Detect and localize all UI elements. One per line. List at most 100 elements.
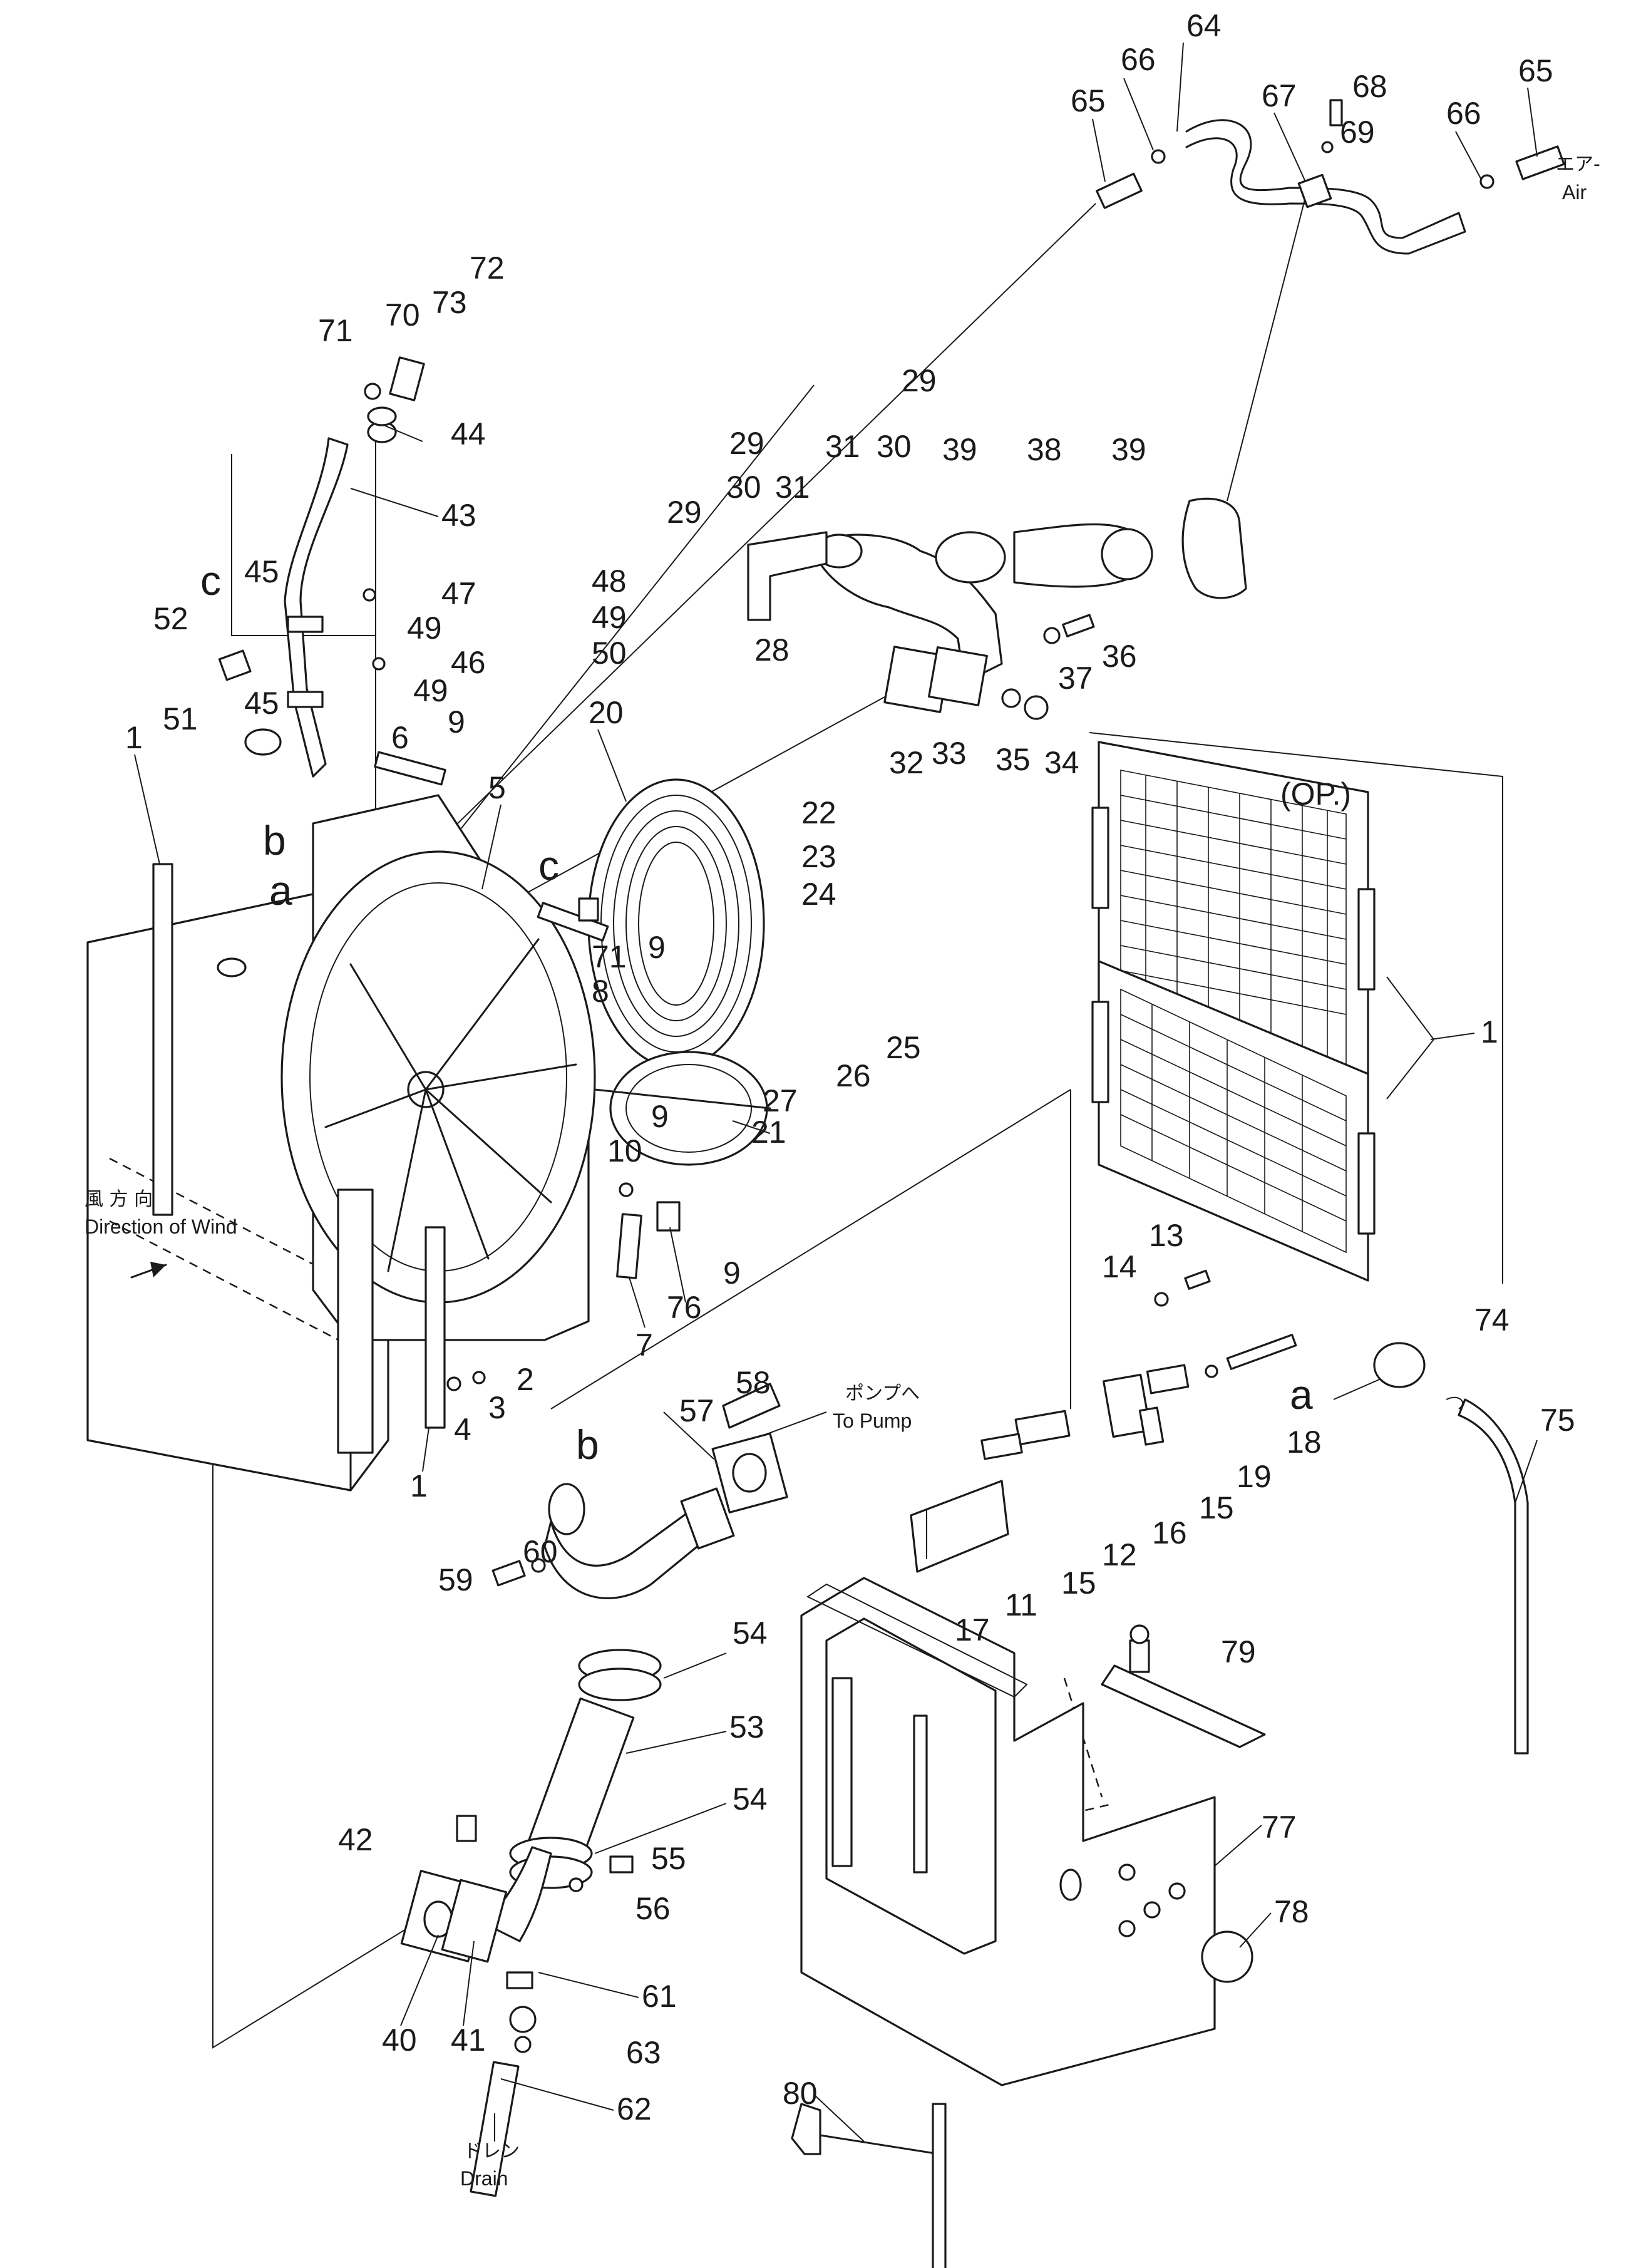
label-18: 18 [1287, 1425, 1322, 1460]
label-73: 73 [432, 285, 467, 320]
label-75: 75 [1540, 1403, 1575, 1438]
label-29b: 29 [729, 426, 764, 461]
label-52: 52 [153, 601, 188, 636]
fan-guard [587, 778, 771, 1166]
fan-blades [324, 938, 577, 1272]
label-45a: 45 [244, 554, 279, 589]
note-pump-en: To Pump [833, 1410, 912, 1432]
label-13: 13 [1149, 1218, 1184, 1253]
label-61: 61 [642, 1979, 677, 2014]
lower-hose-assembly [400, 1383, 788, 2197]
label-25: 25 [886, 1030, 921, 1065]
label-32: 32 [889, 745, 924, 780]
label-28: 28 [754, 632, 790, 668]
label-53: 53 [729, 1709, 764, 1745]
label-72: 72 [470, 250, 505, 286]
label-65b: 65 [1518, 53, 1553, 88]
label-30a: 30 [726, 470, 761, 505]
label-56: 56 [635, 1891, 671, 1926]
label-68: 68 [1352, 69, 1387, 104]
label-9a: 9 [448, 704, 465, 740]
label-49a: 49 [407, 611, 442, 646]
label-78: 78 [1274, 1894, 1309, 1929]
label-9c: 9 [651, 1099, 669, 1134]
label-48: 48 [592, 564, 627, 599]
label-7: 7 [635, 1327, 653, 1363]
label-38: 38 [1027, 432, 1062, 467]
part-labels: 64 66 65 67 68 69 66 65 72 73 70 71 44 4… [125, 8, 1575, 2126]
label-55: 55 [651, 1841, 686, 1876]
label-37: 37 [1058, 661, 1093, 696]
label-41: 41 [451, 2023, 486, 2058]
label-11: 11 [1005, 1587, 1037, 1622]
label-19: 19 [1237, 1459, 1272, 1494]
label-49b: 49 [413, 673, 448, 708]
label-65a: 65 [1071, 83, 1106, 118]
label-22: 22 [801, 795, 836, 830]
label-62: 62 [617, 2091, 652, 2126]
note-wind-jp: 風 方 向 [85, 1188, 153, 1210]
label-24: 24 [801, 877, 836, 912]
label-40: 40 [382, 2023, 417, 2058]
label-10: 10 [607, 1133, 642, 1168]
note-pump-jp: ポンプへ [845, 1383, 920, 1405]
label-44: 44 [451, 416, 486, 451]
callout-b-left: b [263, 817, 286, 863]
notes: エア- Air 風 方 向 Direction of Wind ポンプへ To … [85, 153, 1600, 2190]
label-29a: 29 [667, 495, 702, 530]
label-39b: 39 [1111, 432, 1146, 467]
label-43: 43 [441, 498, 476, 533]
label-34: 34 [1044, 745, 1079, 780]
label-31b: 31 [825, 429, 860, 464]
label-8: 8 [592, 974, 609, 1009]
label-42: 42 [338, 1822, 373, 1857]
label-57: 57 [679, 1393, 714, 1428]
callout-b-mid: b [576, 1421, 599, 1468]
label-12: 12 [1102, 1537, 1137, 1572]
right-brackets [910, 1269, 1529, 1755]
callout-c-left: c [200, 557, 221, 604]
label-80: 80 [783, 2076, 818, 2111]
note-drain-en: Drain [460, 2167, 508, 2190]
intake-elbow [747, 497, 1247, 720]
label-79: 79 [1221, 1634, 1256, 1669]
label-op: (OP.) [1280, 776, 1351, 812]
label-74: 74 [1474, 1302, 1510, 1338]
label-1a: 1 [125, 720, 143, 755]
label-66a: 66 [1121, 42, 1156, 77]
water-pipe-left [218, 356, 425, 778]
label-21: 21 [751, 1115, 786, 1150]
callout-a-left: a [269, 867, 292, 914]
label-31a: 31 [775, 470, 810, 505]
screen-grilles [1091, 741, 1376, 1282]
air-piping-top [1096, 99, 1565, 255]
label-5: 5 [488, 770, 506, 805]
note-drain-jp: ドレン [463, 2140, 520, 2162]
label-9d: 9 [723, 1255, 741, 1291]
callout-c-mid: c [538, 842, 559, 889]
label-58: 58 [736, 1365, 771, 1400]
label-15b: 15 [1061, 1565, 1096, 1600]
label-50: 50 [592, 636, 627, 671]
label-20: 20 [589, 695, 624, 730]
label-54b: 54 [733, 1781, 768, 1817]
label-54a: 54 [733, 1616, 768, 1651]
label-67: 67 [1262, 78, 1297, 113]
label-71b: 71 [592, 939, 627, 974]
label-6: 6 [391, 720, 409, 755]
label-51: 51 [163, 701, 198, 736]
label-3: 3 [488, 1390, 506, 1425]
label-4: 4 [454, 1412, 471, 1447]
label-27: 27 [763, 1083, 798, 1118]
label-71a: 71 [318, 313, 353, 348]
label-26: 26 [836, 1058, 871, 1093]
label-60: 60 [523, 1534, 558, 1569]
label-15a: 15 [1199, 1490, 1234, 1525]
label-23: 23 [801, 839, 836, 874]
note-air-en: Air [1562, 181, 1587, 204]
label-35: 35 [995, 742, 1031, 777]
label-30b: 30 [877, 429, 912, 464]
small-brackets [374, 751, 681, 1391]
label-63: 63 [626, 2035, 661, 2070]
